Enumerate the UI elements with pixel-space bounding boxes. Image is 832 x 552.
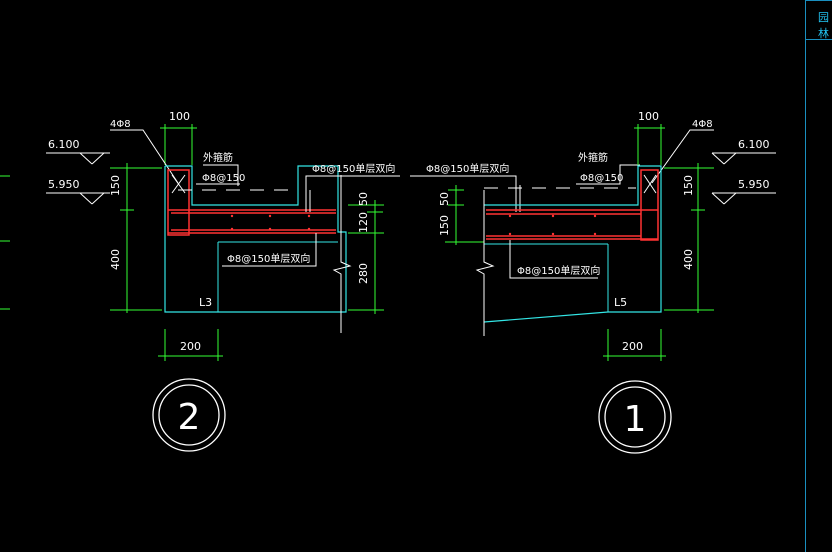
section-1-symbol (598, 380, 672, 454)
bottom-width-label-r: 200 (622, 340, 643, 353)
elevation-top-label-r: 6.100 (738, 138, 770, 151)
panel-title: 园林 (818, 11, 829, 40)
slab-bottom-rebar-label: Φ8@150单层双向 (227, 252, 310, 265)
section-1-detail: Φ8@150单层双向 外箍筋 Φ8@150 4Φ8 100 6.100 5.95… (410, 110, 776, 454)
corner-bars-leader-r (651, 129, 714, 184)
slab-bottom-rebar-label-r: Φ8@150单层双向 (517, 264, 600, 277)
section-2-number: 2 (178, 397, 201, 438)
top-width-label: 100 (169, 110, 190, 123)
slab-top-rebar-label-r: Φ8@150单层双向 (426, 162, 509, 175)
dim-400-label: 400 (109, 249, 122, 270)
side-rebar-leader-r (576, 164, 640, 185)
side-rebar-spec-r: Φ8@150 (580, 173, 623, 184)
break-line (332, 175, 352, 333)
dim-120-label: 120 (357, 212, 370, 233)
section-2-detail: 6.100 5.950 150 400 100 4Φ8 外箍筋 Φ8@150 (46, 110, 400, 452)
dim-50-left-label-r: 50 (438, 192, 451, 206)
section-1-rebar (486, 169, 659, 241)
corner-bars-leader (110, 129, 179, 184)
slab-bottom-rebar-leader-r (509, 240, 598, 279)
side-rebar-spec: Φ8@150 (202, 173, 245, 184)
elevation-top-label: 6.100 (48, 138, 80, 151)
side-rebar-leader (203, 164, 239, 186)
side-panel[interactable]: 园林 (805, 0, 832, 552)
dim-400-label-r: 400 (682, 249, 695, 270)
top-width-label-r: 100 (638, 110, 659, 123)
side-rebar-label-r: 外箍筋 (578, 151, 608, 164)
dim-280-label: 280 (357, 263, 370, 284)
section-2-symbol (152, 378, 226, 452)
dim-150-label-r: 150 (682, 175, 695, 196)
elevation-bottom-label: 5.950 (48, 178, 80, 191)
corner-bars-label-r: 4Φ8 (692, 119, 713, 130)
left-dimension-stack-r (445, 185, 484, 245)
section-2-rebar (167, 169, 336, 236)
vertical-dimension-line-r (664, 163, 714, 313)
dim-50-label: 50 (357, 192, 370, 206)
dim-150-label: 150 (109, 175, 122, 196)
section-2-outline (164, 165, 347, 313)
bottom-width-dimension-r (603, 329, 666, 361)
section-1-number: 1 (624, 399, 647, 440)
section-1-rebar-dots (508, 214, 597, 236)
slab-top-rebar-leader (305, 175, 400, 212)
slab-top-rebar-leader-r (410, 175, 517, 212)
beam-tag-L3: L3 (199, 296, 212, 309)
section-2-rebar-dots (230, 214, 311, 231)
right-dimension-stack (348, 200, 384, 314)
elevation-bottom-label-r: 5.950 (738, 178, 770, 191)
top-width-dimension-r (634, 124, 665, 165)
side-rebar-label: 外箍筋 (203, 151, 233, 164)
slab-top-rebar-label: Φ8@150单层双向 (312, 162, 395, 175)
slab-bottom-rebar-leader (222, 233, 317, 267)
dim-150-left-label-r: 150 (438, 215, 451, 236)
beam-tag-L5: L5 (614, 296, 627, 309)
elevation-markers-r (711, 152, 776, 205)
corner-bar-cross-r (643, 174, 657, 194)
bottom-width-dimension (158, 329, 223, 361)
corner-bars-label: 4Φ8 (110, 119, 131, 130)
break-line-r (475, 190, 495, 336)
panel-header[interactable]: 园林 (806, 1, 832, 40)
elevation-markers (46, 152, 110, 205)
bottom-width-label: 200 (180, 340, 201, 353)
left-edge-fragments (0, 175, 10, 310)
top-width-dimension (160, 124, 197, 165)
vertical-dimension-line (110, 163, 162, 313)
